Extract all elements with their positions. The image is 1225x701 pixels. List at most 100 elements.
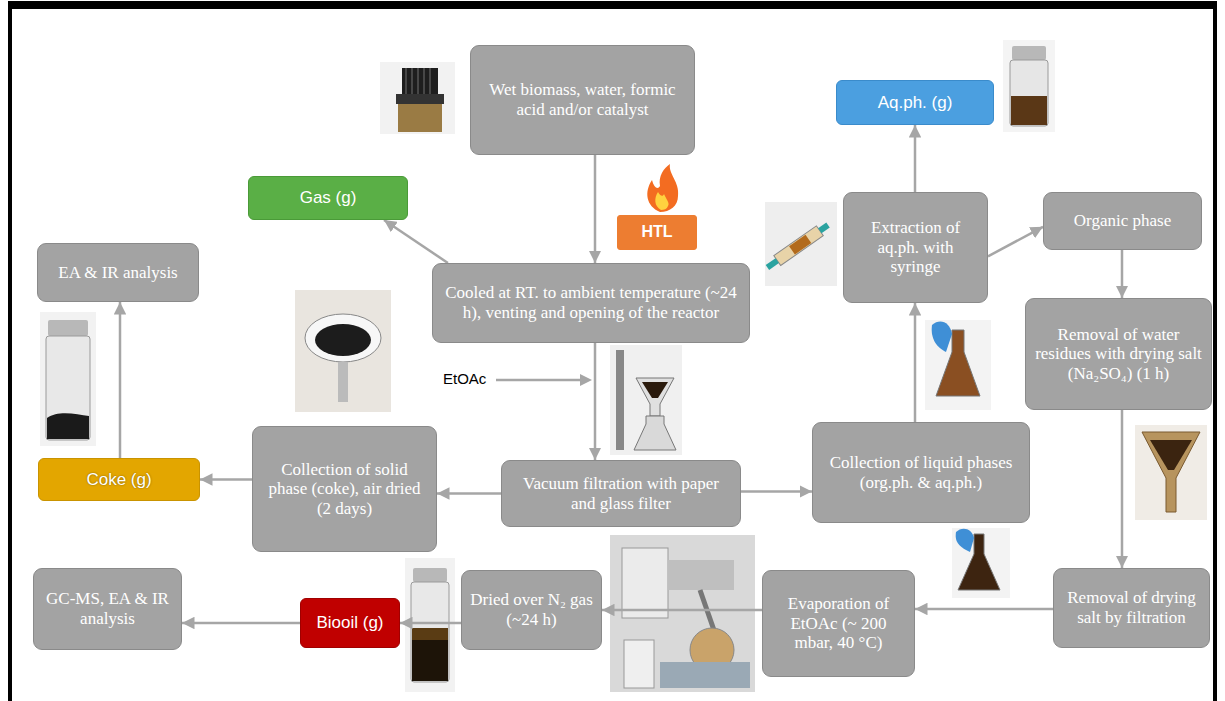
flask-photo-part — [932, 322, 952, 352]
flow-arrow — [914, 303, 917, 422]
biooil-jar-photo — [405, 558, 455, 692]
box-text: Aq.ph. (g) — [845, 93, 985, 113]
box-text: Gas (g) — [257, 188, 399, 208]
aqueous-jar-photo-part — [1011, 96, 1047, 125]
box-text: Wet biomass, water, formic acid and/or c… — [479, 80, 686, 119]
reactor-photo-part — [396, 94, 444, 104]
flask-photo-part — [925, 320, 991, 410]
coke-funnel-photo-part — [305, 314, 381, 362]
biooil-jar-photo-part — [413, 568, 447, 582]
funnel-photo — [1135, 425, 1207, 520]
coke-jar-photo — [40, 312, 96, 446]
flow-arrow — [384, 220, 448, 263]
coke-jar-photo-part — [46, 336, 90, 440]
process-box: Organic phase — [1043, 192, 1202, 250]
filtration-setup-photo — [610, 345, 682, 455]
coke-funnel-photo — [295, 290, 391, 412]
box-text: Removal of drying salt by filtration — [1062, 588, 1201, 627]
flame-icon — [647, 164, 678, 212]
box-text: Organic phase — [1052, 211, 1193, 231]
frame-part — [1213, 1, 1217, 701]
syringe-photo-part — [764, 220, 832, 272]
box-text: HTL — [626, 223, 688, 241]
aqueous-jar-photo-part — [1012, 46, 1046, 60]
flame-icon-part — [655, 192, 668, 210]
flask-photo — [952, 528, 1010, 598]
flow-arrow — [988, 227, 1043, 257]
flame-icon-part — [647, 164, 678, 212]
product-box: Aq.ph. (g) — [836, 80, 994, 125]
process-box: Collection of liquid phases (org.ph. & a… — [812, 422, 1030, 523]
filtration-setup-photo-part — [634, 416, 676, 450]
box-text: Coke (g) — [47, 470, 191, 490]
biooil-jar-photo-part — [411, 582, 449, 682]
rotary-evaporator-photo — [610, 535, 755, 692]
step-tag: HTL — [617, 215, 697, 250]
coke-jar-photo-part — [47, 413, 89, 439]
flow-arrow — [1121, 250, 1124, 298]
reactor-photo-part — [380, 62, 455, 134]
solvent-arrow — [496, 374, 592, 386]
flask-photo-part — [956, 529, 974, 552]
coke-jar-photo-part — [40, 312, 96, 446]
flow-arrow — [1121, 410, 1124, 568]
frame-part — [8, 1, 12, 701]
process-box: Removal of water residues with drying sa… — [1025, 298, 1212, 410]
box-text: Extraction of aq.ph. with syringe — [852, 218, 979, 277]
rotary-evaporator-photo-part — [622, 548, 668, 618]
coke-jar-photo-part — [48, 320, 88, 336]
syringe-photo-part — [789, 235, 811, 255]
box-text: Dried over N₂ gas (~24 h) — [470, 590, 593, 629]
flow-arrow — [400, 622, 461, 625]
flow-arrow — [200, 478, 252, 481]
flow-arrow — [602, 609, 762, 612]
funnel-photo-part — [1142, 432, 1200, 512]
filtration-setup-photo-part — [636, 378, 674, 416]
aqueous-jar-photo-part — [1003, 40, 1055, 132]
filtration-setup-photo-part — [642, 382, 668, 398]
aqueous-jar-photo — [1003, 40, 1055, 132]
coke-funnel-photo-part — [315, 324, 371, 356]
process-box: Dried over N₂ gas (~24 h) — [461, 570, 602, 650]
process-box: Extraction of aq.ph. with syringe — [843, 192, 988, 303]
syringe-photo-part — [766, 258, 779, 270]
process-box: Collection of solid phase (coke), air dr… — [252, 426, 437, 552]
box-text: Vacuum filtration with paper and glass f… — [510, 474, 732, 513]
flask-photo — [925, 320, 991, 410]
syringe-photo-part — [818, 223, 830, 234]
filtration-setup-photo-part — [610, 345, 682, 455]
reactor-photo-part — [402, 68, 438, 94]
flow-arrow — [594, 343, 597, 460]
flow-arrow — [119, 302, 122, 458]
box-text: Biooil (g) — [309, 613, 391, 633]
flow-arrow — [182, 622, 300, 625]
process-box: Wet biomass, water, formic acid and/or c… — [470, 45, 695, 155]
box-text: GC-MS, EA & IR analysis — [42, 589, 173, 628]
flow-arrow — [594, 155, 597, 263]
process-box: EA & IR analysis — [37, 243, 199, 302]
process-box: Evaporation of EtOAc (~ 200 mbar, 40 °C) — [762, 570, 915, 677]
box-text: EA & IR analysis — [46, 263, 190, 283]
box-text: Collection of solid phase (coke), air dr… — [261, 460, 428, 519]
process-box: Vacuum filtration with paper and glass f… — [501, 460, 741, 527]
coke-funnel-photo-part — [295, 290, 391, 412]
biooil-jar-photo-part — [412, 628, 448, 640]
coke-funnel-photo-part — [338, 362, 348, 402]
reactor-photo — [380, 62, 455, 134]
biooil-jar-photo-part — [412, 640, 448, 681]
flow-arrow — [437, 492, 501, 495]
rotary-evaporator-photo-part — [668, 560, 734, 590]
product-box: Coke (g) — [38, 458, 200, 501]
reactor-photo-part — [406, 68, 430, 94]
box-text: Removal of water residues with drying sa… — [1034, 325, 1203, 384]
flow-arrow — [915, 608, 1053, 611]
frame-part — [8, 1, 1217, 9]
solvent-arrow-part — [580, 374, 592, 386]
syringe-photo — [764, 202, 837, 286]
filtration-setup-photo-part — [616, 350, 624, 450]
box-text: Evaporation of EtOAc (~ 200 mbar, 40 °C) — [771, 594, 906, 653]
process-box: GC-MS, EA & IR analysis — [33, 568, 182, 650]
funnel-photo-part — [1135, 425, 1207, 520]
aqueous-jar-photo-part — [1010, 60, 1048, 126]
product-box: Biooil (g) — [300, 598, 400, 648]
